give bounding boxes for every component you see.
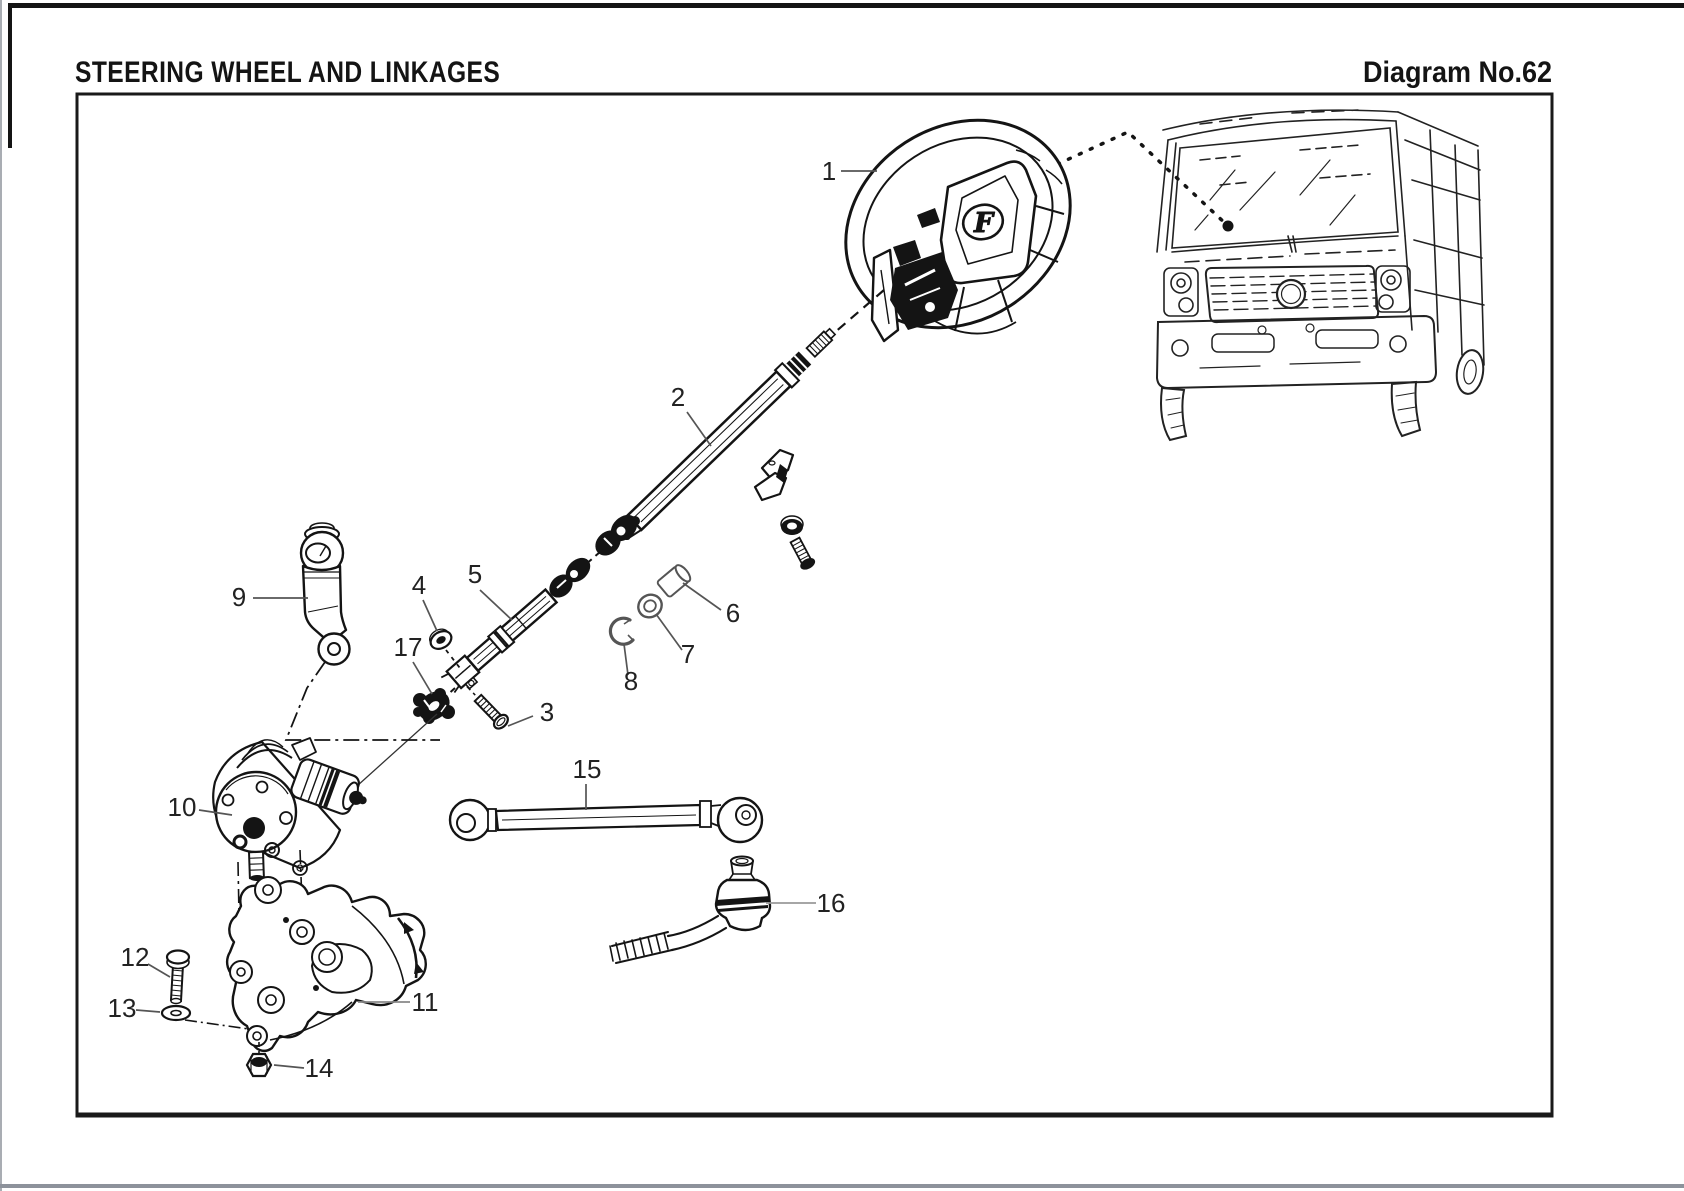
callout-2: 2 [671, 382, 685, 412]
callout-9: 9 [232, 582, 246, 612]
gearbox-drawing [212, 737, 367, 881]
callout-numbers: 1 2 3 4 5 6 7 8 9 10 11 12 13 14 15 16 1… [108, 156, 846, 1083]
callout-11: 11 [412, 987, 439, 1017]
callout-3: 3 [540, 697, 554, 727]
column-switchgear [870, 208, 958, 343]
page-corner-tick [8, 3, 12, 148]
washer13-drawing [160, 1004, 192, 1022]
intermediate-shaft-drawing [440, 557, 591, 694]
wheel-logo-badge [961, 203, 1005, 241]
callout-12: 12 [121, 942, 150, 972]
callout-7: 7 [681, 639, 695, 669]
bolt3-drawing [466, 685, 509, 730]
callout-13: 13 [108, 993, 137, 1023]
assembly-centerline [284, 661, 440, 741]
callout-8: 8 [624, 666, 638, 696]
ring7-drawing [637, 593, 663, 619]
axis-coupling-gearbox [356, 713, 438, 787]
callout-leaders [135, 170, 877, 1069]
callout-15: 15 [573, 754, 602, 784]
callout-6: 6 [726, 598, 740, 628]
callout-14: 14 [305, 1053, 334, 1083]
bolt12-drawing [165, 949, 191, 1005]
gearbox-valve-body [290, 758, 367, 815]
callout-16: 16 [817, 888, 846, 918]
bracket-drawing [226, 876, 427, 1052]
bush6-drawing [656, 564, 692, 598]
callout-10: 10 [168, 792, 197, 822]
coupling-drawing [413, 688, 455, 724]
callout-17: 17 [394, 632, 423, 662]
content-frame [75, 92, 1554, 1118]
clamp-nut-and-bolt [780, 515, 816, 570]
callout-4: 4 [412, 570, 426, 600]
column-ujoint [595, 514, 640, 556]
screenshot-left-edge [0, 0, 2, 1191]
drag-link-drawing [448, 796, 764, 844]
nut4-drawing [429, 628, 453, 650]
page-top-rule [8, 3, 1684, 8]
callout-1: 1 [822, 156, 836, 186]
nut14-drawing [245, 1052, 273, 1078]
wheel-logo-letter: F [973, 208, 995, 239]
shaft-upper-yoke [549, 557, 591, 598]
centerline-washer-bracket [184, 1019, 257, 1031]
callout-5: 5 [468, 559, 482, 589]
diagram-number: Diagram No.62 [1362, 56, 1552, 89]
steering-column-drawing [595, 327, 837, 556]
van-drawing [1155, 109, 1485, 442]
steering-wheel-drawing: F [844, 118, 1072, 343]
page-title: STEERING WHEEL AND LINKAGES [75, 56, 501, 89]
tie-rod-end-drawing [609, 855, 772, 964]
clip8-drawing [608, 616, 635, 646]
pitman-arm-drawing [299, 522, 351, 666]
column-clamp-bracket [753, 448, 795, 502]
screenshot-bottom-edge [0, 1184, 1684, 1188]
